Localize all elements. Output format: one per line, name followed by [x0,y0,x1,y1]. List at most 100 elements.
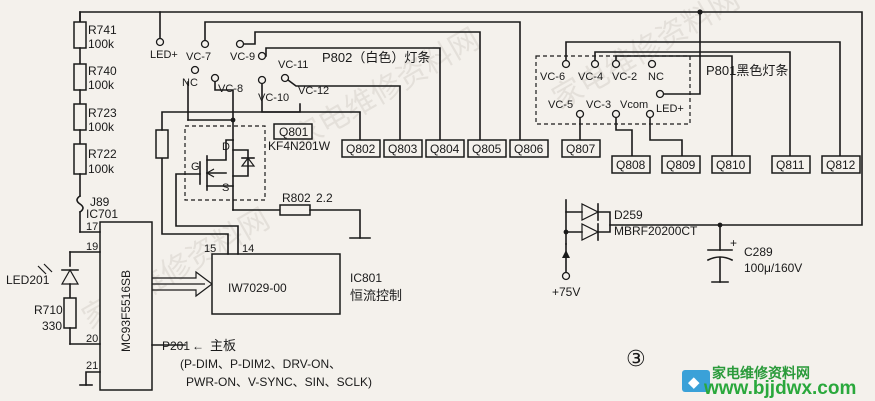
q801-box [273,123,313,140]
resistor-r722 [73,143,87,175]
p801-pin-vcom: Vcom [620,99,648,111]
r722-value: 100k [88,162,115,176]
transistor-q812 [821,155,861,174]
figure-number: ③ [626,346,646,371]
diode-d259 [563,199,723,245]
led201-symbol [60,268,80,285]
transistor-q807 [561,139,601,158]
svg-text:Q812: Q812 [826,158,856,172]
d259-ref: D259 [614,208,643,222]
svg-text:Q802: Q802 [346,142,376,156]
capacitor-c289: + [706,224,737,283]
p802-pin-vc11: VC-11 [278,59,308,71]
p802-pin-led: LED+ [150,49,178,61]
transistor-q811 [771,155,811,174]
ic701-pin-20: 20 [86,333,98,345]
led201-label: LED201 [6,273,50,287]
p802-pin-vc8: VC-8 [218,83,243,95]
transistor-q804 [425,139,465,158]
resistor-gate [155,129,169,159]
supply-label: +75V [552,285,580,299]
svg-text:Q808: Q808 [616,158,646,172]
resistor-r741 [73,21,87,49]
resistor-chain [73,21,87,233]
ic701-body [99,221,153,391]
r710-value: 330 [42,319,62,333]
p801-pin-vc5: VC-5 [548,99,573,111]
site-logo-text: 家电维修资料网 [712,365,810,381]
p802-pin-nc: NC [182,77,198,89]
j89-label: J89 [90,195,110,209]
r740-ref: R740 [88,64,117,78]
mosfet-part: KF4N201W [268,139,331,153]
r741-ref: R741 [88,23,117,37]
q801-label: Q801 [279,125,309,139]
ic801-body [211,253,341,315]
r741-value: 100k [88,37,115,51]
svg-text:Q811: Q811 [776,158,805,172]
p802-pin-vc12: VC-12 [298,85,329,97]
ic701-pin-19: 19 [86,241,98,253]
p802-title: P802（白色）灯条 [322,50,430,65]
r802-value: 2.2 [316,191,333,205]
svg-text:+: + [730,236,737,250]
ic701-part: MC93F5516SB [119,270,133,352]
transistor-row: Q802 Q803 Q804 Q805 Q806 Q807 Q808 Q809 … [341,139,861,174]
transistor-q810 [711,155,751,174]
p801-pin-led: LED+ [656,103,684,115]
p801-pin-vc4: VC-4 [578,71,603,83]
ic801-pin-14: 14 [242,243,254,255]
svg-text:Q807: Q807 [566,142,596,156]
r710-ref: R710 [34,303,63,317]
resistor-r802 [279,204,311,216]
site-logo-icon: ◆ [688,374,700,391]
ic801-desc: 恒流控制 [350,288,402,303]
p801-pin-nc: NC [648,71,664,83]
p802-pin-vc9: VC-9 [230,51,255,63]
ic701-pin-21: 21 [86,360,98,372]
transistor-q803 [383,139,423,158]
svg-text:Q804: Q804 [430,142,460,156]
r740-value: 100k [88,78,115,92]
p802-connector: LED+ VC-7 VC-9 VC-11 NC VC-8 VC-12 VC-10 [150,11,521,141]
c289-ref: C289 [744,245,773,259]
p802-pin-vc7: VC-7 [186,51,211,63]
c289-value: 100μ/160V [744,261,802,275]
ic801-ref: IC801 [350,271,382,285]
p801-pin-vc2: VC-2 [612,71,637,83]
transistor-q802 [341,139,381,158]
p801-outline [535,55,691,125]
resistor-r710 [63,297,77,329]
p801-pin-vc3: VC-3 [586,99,611,111]
mosfet-gate-label: G [191,161,200,173]
site-url: www.bjjdwx.com [703,378,856,399]
mosfet-drain-label: D [222,141,230,153]
svg-text:Q809: Q809 [666,158,696,172]
transistor-q809 [661,155,701,174]
p801-connector: VC-6 VC-4 VC-2 NC VC-5 VC-3 Vcom LED+ [540,9,841,157]
ic701-pin-17: 17 [86,221,98,233]
p201-signals-1: (P-DIM、P-DIM2、DRV-ON、 [180,357,341,371]
r722-ref: R722 [88,147,117,161]
p201-target: 主板 [210,338,236,353]
top-rail [79,11,863,226]
r802-ref: R802 [282,191,311,205]
p201-ref: P201 [162,339,190,353]
r723-ref: R723 [88,106,117,120]
r723-value: 100k [88,120,115,134]
ic801-pin-15: 15 [204,243,216,255]
transistor-q806 [509,139,549,158]
p201-signals-2: PWR-ON、V-SYNC、SIN、SCLK) [186,375,372,389]
supply-75v [561,243,571,281]
transistor-q808 [611,155,651,174]
resistor-r740 [73,63,87,91]
jumper-j89 [76,194,84,214]
resistor-r723 [73,103,87,131]
svg-text:Q803: Q803 [388,142,418,156]
p802-pin-vc10: VC-10 [258,92,289,104]
site-watermark: ◆ 家电维修资料网 www.bjjdwx.com [682,365,856,399]
d259-part: MBRF20200CT [614,224,698,238]
svg-text:Q805: Q805 [472,142,502,156]
transistor-q805 [467,139,507,158]
